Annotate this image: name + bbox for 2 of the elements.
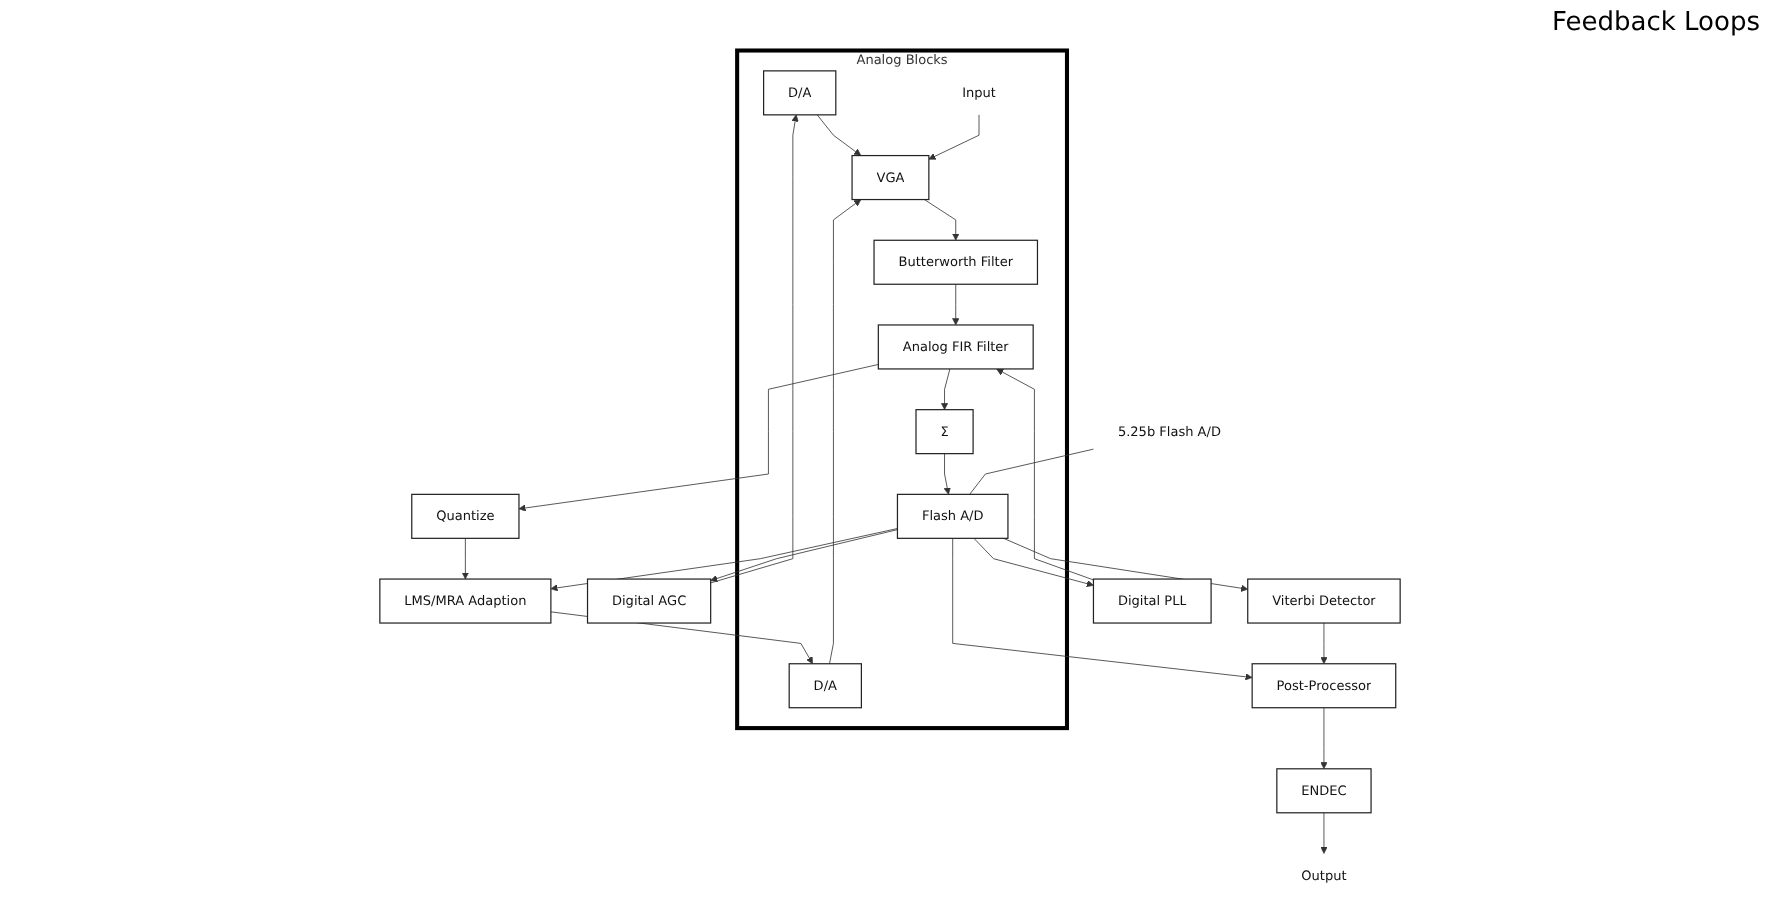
connector xyxy=(969,448,1094,495)
annotation-label: Feedback Loops xyxy=(1552,8,1760,38)
